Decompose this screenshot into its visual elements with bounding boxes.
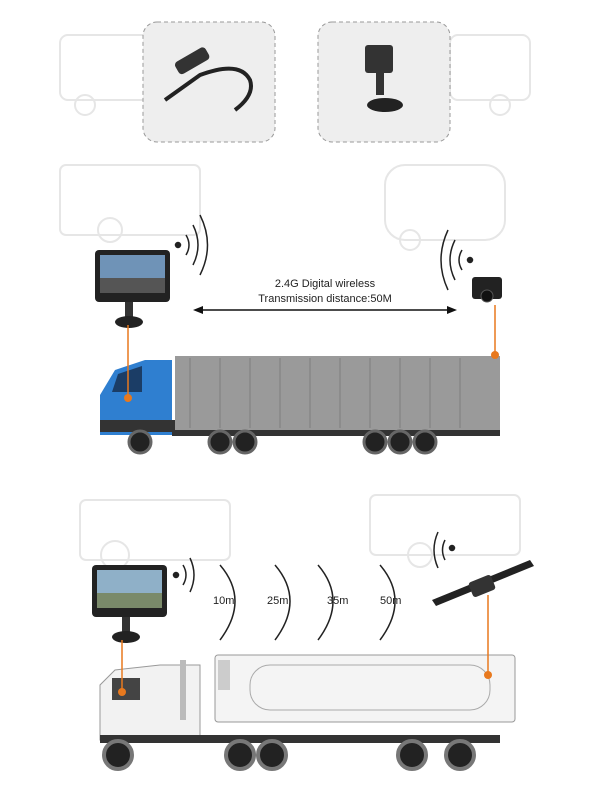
distance-label-10m: 10m — [213, 595, 235, 607]
top-truck — [100, 356, 500, 455]
accessory-suction-mount — [317, 21, 451, 143]
distance-label-50m: 50m — [380, 595, 402, 607]
top-connector-lines — [124, 305, 499, 402]
background-vehicles — [59, 34, 531, 570]
top-camera — [472, 277, 502, 303]
signal-waves-monitor — [174, 214, 209, 276]
accessory-car-charger — [142, 21, 276, 143]
signal-waves-camera — [440, 229, 474, 291]
bottom-monitor — [92, 565, 167, 643]
distance-label-35m: 35m — [327, 595, 349, 607]
top-monitor — [95, 250, 170, 328]
caption-line-2: Transmission distance:50M — [258, 293, 392, 305]
distance-arcs — [172, 531, 456, 641]
distance-label-25m: 25m — [267, 595, 289, 607]
bottom-truck — [99, 654, 516, 771]
bottom-camera — [432, 560, 534, 606]
bottom-connector-lines — [118, 595, 492, 696]
caption-line-1: 2.4G Digital wireless — [274, 278, 376, 290]
distance-arrow — [193, 306, 457, 314]
